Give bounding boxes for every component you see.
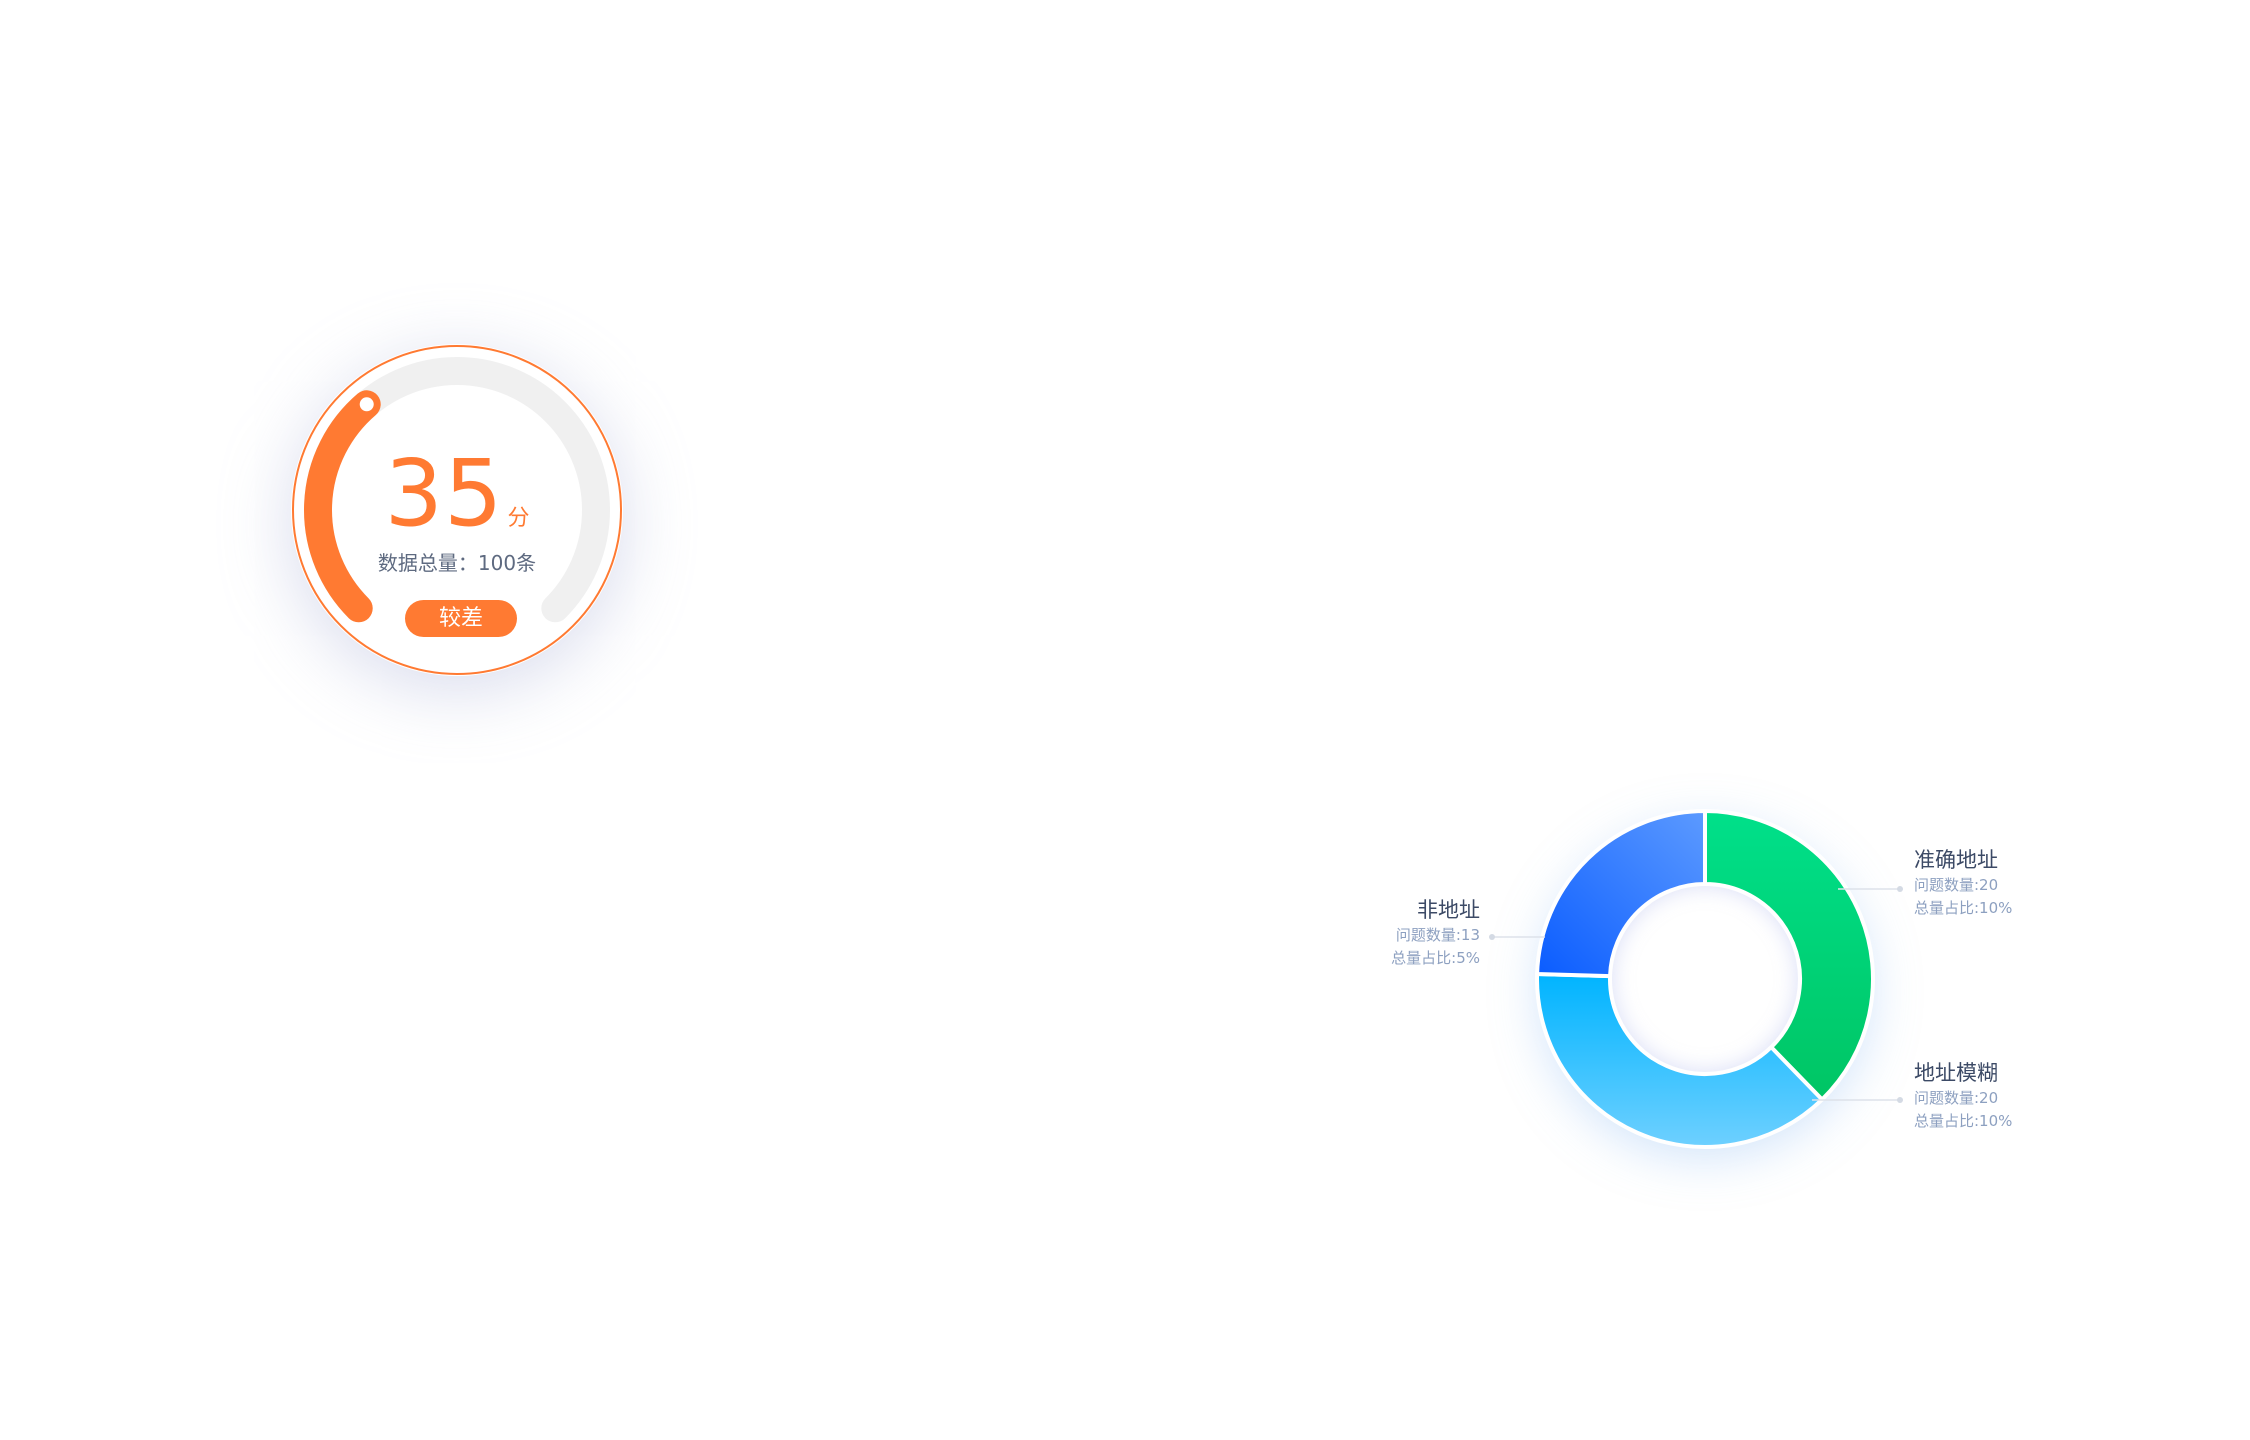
donut-chart (1535, 809, 1875, 1149)
leader-dot-fuzzy (1897, 1097, 1903, 1103)
gauge-outer-ring (292, 345, 622, 675)
leader-dot-accurate (1897, 886, 1903, 892)
donut-slice (1535, 809, 1707, 979)
donut-graphic (1535, 809, 1875, 1149)
slice-count: 问题数量:20 (1914, 1089, 1999, 1107)
gauge-graphic (292, 345, 622, 675)
slice-ratio: 总量占比:10% (1914, 899, 2013, 917)
slice-count: 问题数量:13 (1395, 926, 1480, 944)
slice-ratio: 总量占比:10% (1914, 1112, 2013, 1130)
slice-name: 地址模糊 (1914, 1061, 1998, 1085)
slice-label-accurate: 准确地址 问题数量:20 总量占比:10% (1914, 846, 2012, 920)
score-unit: 分 (507, 506, 530, 531)
slice-label-non-address: 非地址 问题数量:13 总量占比:5% (1391, 896, 1480, 970)
donut-center-hole (1612, 886, 1798, 1072)
slice-label-fuzzy: 地址模糊 问题数量:20 总量占比:10% (1914, 1059, 2012, 1133)
score-value: 35 (384, 440, 504, 547)
donut-slice (1703, 809, 1875, 1102)
slice-count: 问题数量:20 (1914, 876, 1999, 894)
grade-badge: 较差 (405, 600, 517, 637)
slice-ratio: 总量占比:5% (1391, 949, 1480, 967)
donut-slice (1535, 972, 1825, 1149)
gauge-end-dot (359, 397, 374, 412)
slice-name: 非地址 (1417, 898, 1480, 922)
gauge-progress-arc (304, 390, 381, 623)
slice-name: 准确地址 (1914, 848, 1998, 872)
leader-dot-non-address (1489, 934, 1495, 940)
data-total-text: 数据总量：100条 (377, 551, 537, 575)
